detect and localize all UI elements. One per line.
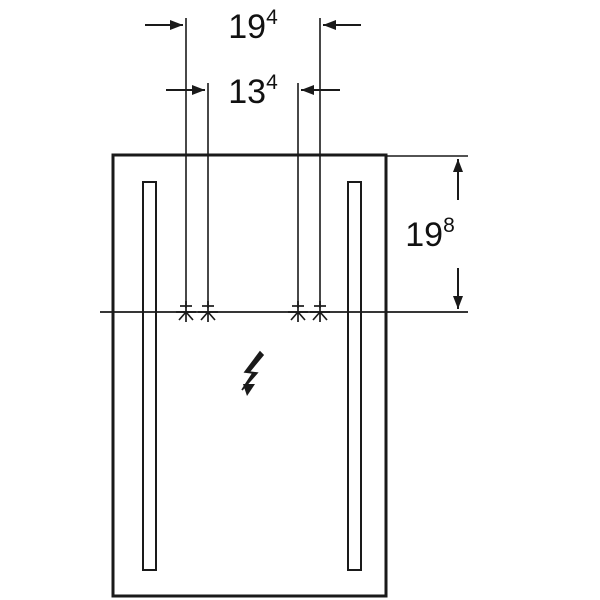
- led-strip-right: [347, 181, 362, 571]
- mounting-bracket-3: [288, 301, 308, 322]
- dimension-label-overall-width: 194: [228, 6, 278, 46]
- dim-value-mount-height: 19: [405, 216, 443, 254]
- dimension-overall-width: 194: [145, 6, 361, 46]
- dim-value-inner-width: 13: [228, 73, 266, 111]
- dimension-label-inner-width: 134: [228, 71, 278, 111]
- dim-superscript-inner-width: 4: [266, 71, 278, 94]
- mounting-bracket-1: [176, 301, 196, 322]
- dimension-label-mount-height: 198: [405, 214, 455, 254]
- lightning-bolt-icon: [241, 350, 265, 396]
- mounting-bracket-4: [310, 301, 330, 322]
- dimension-inner-width: 134: [166, 71, 340, 111]
- mirror-cabinet-outline: [111, 153, 388, 598]
- dim-value-overall-width: 19: [228, 8, 266, 46]
- dimension-mount-height: 198: [405, 159, 463, 309]
- dim-superscript-overall-width: 4: [266, 6, 278, 29]
- mounting-bracket-2: [198, 301, 218, 322]
- dim-superscript-mount-height: 8: [443, 214, 455, 237]
- led-strip-left: [142, 181, 157, 571]
